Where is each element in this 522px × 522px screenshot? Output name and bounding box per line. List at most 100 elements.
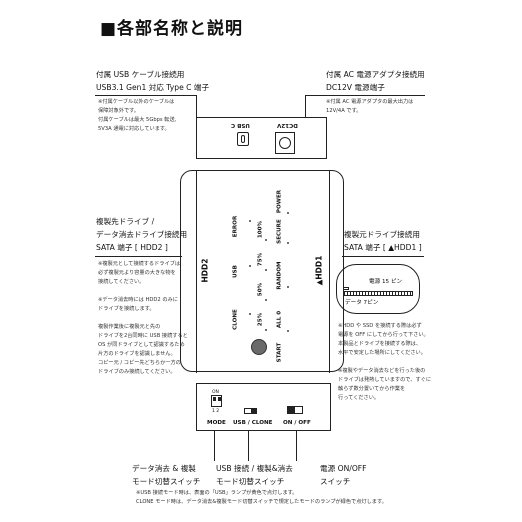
usb-clone-knob — [251, 409, 256, 413]
led-75 — [265, 269, 267, 271]
usb-note-line: 保障対象外です。 — [98, 108, 139, 114]
usb-port-leader — [196, 95, 197, 117]
dc-jack-ring — [279, 137, 291, 149]
usb-port-notes: ※付属ケーブル以外のケーブルは 保障対象外です。 付属ケーブルは最大 5Gbps… — [98, 98, 176, 134]
led-label-error: ERROR — [232, 215, 239, 238]
led-clone — [249, 313, 251, 315]
usb-note-line: ※付属ケーブル以外のケーブルは — [98, 99, 175, 105]
led-label-secure: SECURE — [276, 219, 283, 244]
mode-switch-heading-2: モード切替スイッチ — [132, 477, 201, 486]
hdd1-notes: ※HDD や SSD を接続する際は必ず 電源を OFF にしてから行って下さい… — [338, 322, 431, 403]
hdd2-note-line: ※データ消去時には HDD2 のみに — [98, 297, 178, 303]
mode-dip-switch[interactable] — [211, 395, 222, 407]
hdd1-underline — [342, 256, 424, 257]
led-label-random: RANDOM — [276, 261, 283, 290]
led-all0 — [287, 330, 289, 332]
usb-c-port[interactable] — [237, 132, 249, 146]
dc-jack-port[interactable] — [275, 132, 295, 154]
hdd1-note-line: 本製品とドライブを接続する際は、 — [338, 341, 422, 347]
hdd2-note-line: コピー元 / コピー先どちらか一方の — [98, 360, 181, 366]
led-usb — [249, 265, 251, 267]
hdd2-note-line: 接続してください。 — [98, 279, 145, 285]
bottom-note-1: ※USB 接続モード時は、表面の「USB」ランプが黄色で点灯します。 — [136, 490, 298, 496]
led-error — [249, 220, 251, 222]
hdd2-heading-2: データ消去ドライブ接続用 — [96, 230, 188, 239]
dc-note-line: ※付属 AC 電源アダプタの最大出力は — [326, 99, 414, 105]
hdd1-heading-1: 複製元ドライブ接続用 — [344, 230, 420, 239]
led-secure — [287, 242, 289, 244]
device-top-panel: ERROR USB CLONE 100% 75% 50% 25% POWER S… — [180, 170, 344, 373]
page-title: ■各部名称と説明 — [100, 19, 244, 39]
usb-port-heading-1: 付属 USB ケーブル接続用 — [96, 70, 185, 79]
hdd2-note-line — [98, 314, 188, 323]
sata-connector-diagram: 電源 15 ピン データ 7ピン — [336, 264, 420, 314]
dc-port-underline — [305, 95, 425, 96]
hdd2-notes: ※複製元として接続するドライブは 必ず複製元より容量の大きな物を 接続してくださ… — [98, 260, 188, 377]
usb-c-port-slot — [241, 135, 245, 143]
hdd2-note-line: ※複製元として接続するドライブは — [98, 261, 181, 267]
usb-port-heading-2: USB3.1 Gen1 対応 Type C 端子 — [96, 83, 210, 92]
dc-note-line: 12V/4A です。 — [326, 108, 362, 114]
usb-clone-label: USB / CLONE — [233, 420, 273, 426]
dip-toggle-2 — [218, 397, 221, 401]
hdd2-note-line: ドライブのみ接続してください。 — [98, 369, 176, 375]
device-panel-inner — [196, 171, 330, 373]
dc-port-heading-1: 付属 AC 電源アダプタ接続用 — [326, 70, 425, 79]
start-label: START — [276, 342, 283, 363]
dc-port-heading-2: DC12V 電源端子 — [326, 83, 385, 92]
switch-panel: ON 1 2 MODE USB / CLONE ON / OFF — [196, 383, 331, 431]
hdd2-heading-3: SATA 端子 [ HDD2 ] — [96, 243, 168, 252]
hdd2-port-label: HDD2 — [200, 258, 210, 283]
dc12v-label: DC12V — [277, 122, 298, 128]
hdd2-note-line: ドライブを接続します。 — [98, 306, 155, 312]
hdd1-note-line: 水平で安定した場所にしてください。 — [338, 350, 426, 356]
power-switch-heading-2: スイッチ — [320, 477, 351, 486]
hdd2-underline — [95, 256, 182, 257]
hdd1-note-line — [338, 358, 431, 367]
sata-pin-strip — [343, 291, 413, 296]
led-label-25: 25% — [257, 312, 264, 327]
bottom-note-2: CLONE モード時は、データ消去&複製モード切替スイッチで規定したモードのラン… — [136, 499, 387, 505]
hdd2-note-line: ドライブを2台同時に USB 接続すると — [98, 333, 188, 339]
rear-port-strip: USB C DC12V — [196, 117, 327, 159]
hdd2-note-line: 複製作業後に複製元と先の — [98, 324, 161, 330]
usb-port-underline — [95, 95, 197, 96]
hdd1-note-line: ※HDD や SSD を接続する際は必ず — [338, 323, 422, 329]
connector-power-label: 電源 15 ピン — [369, 279, 403, 285]
connector-data-label: データ 7ピン — [345, 300, 379, 306]
hdd2-heading-1: 複製先ドライブ / — [96, 217, 155, 226]
mode-switch-heading-1: データ消去 & 複製 — [132, 464, 196, 473]
power-slide-switch[interactable] — [287, 406, 303, 414]
hdd2-note-line: 必ず複製元より容量の大きな物を — [98, 270, 176, 276]
mode-label: MODE — [207, 420, 226, 426]
usb-switch-heading-2: モード切替スイッチ — [216, 477, 285, 486]
hdd1-note-line: ※複製やデータ消去などを行った後の — [338, 368, 426, 374]
led-power — [287, 212, 289, 214]
power-leader — [296, 431, 297, 461]
led-label-usb: USB — [232, 265, 239, 278]
usb-clone-slide-switch[interactable] — [244, 408, 257, 414]
hdd2-note-line — [98, 287, 188, 296]
led-25 — [265, 329, 267, 331]
dip-nums: 1 2 — [212, 409, 220, 414]
dip-toggle-1 — [213, 397, 216, 401]
start-button[interactable] — [251, 339, 267, 355]
usb-c-label: USB C — [231, 122, 250, 128]
led-random — [287, 286, 289, 288]
sata-key — [343, 287, 349, 290]
usb-switch-heading-1: USB 接続 / 複製&消去 — [216, 464, 293, 473]
led-label-clone: CLONE — [232, 309, 239, 330]
hdd2-note-line: OS が同ドライブとして認識するため — [98, 342, 185, 348]
usb-note-line: 5V3A 通電に対応しています。 — [98, 126, 170, 132]
hdd1-note-line: 電源を OFF にしてから行って下さい。 — [338, 332, 429, 338]
hdd2-note-line: 片方のドライブを認識しません。 — [98, 351, 176, 357]
on-off-label: ON / OFF — [283, 420, 311, 426]
led-50 — [265, 299, 267, 301]
usb-note-line: 付属ケーブルは最大 5Gbps 転送, — [98, 117, 177, 123]
mode-leader — [214, 431, 215, 461]
power-knob — [288, 407, 295, 413]
dip-on-label: ON — [212, 390, 219, 395]
hdd1-note-line: 行ってください。 — [338, 395, 380, 401]
hdd1-heading-2: SATA 端子 [ ▲HDD1 ] — [344, 243, 422, 252]
hdd1-note-line: 触らず数分置いてから作業を — [338, 386, 406, 392]
